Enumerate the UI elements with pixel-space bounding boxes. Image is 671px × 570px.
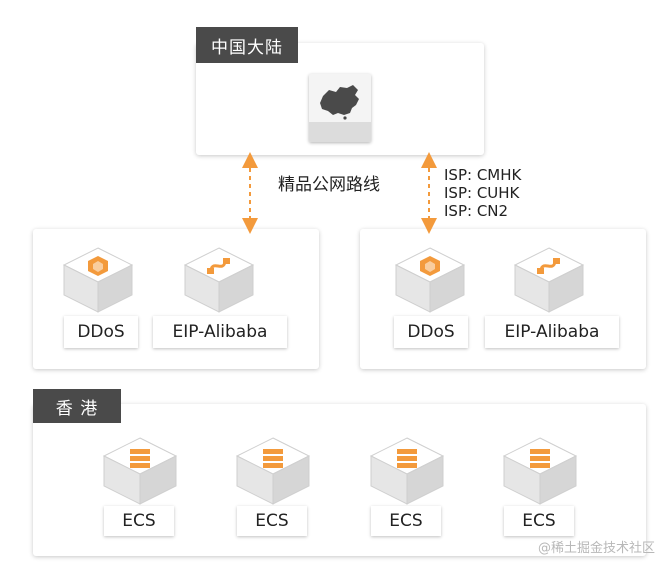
node-label: ECS: [104, 506, 174, 536]
isp-list: ISP: CMHK ISP: CUHK ISP: CN2: [444, 166, 521, 220]
node-label: DDoS: [64, 316, 138, 348]
node-label: EIP-Alibaba: [153, 316, 287, 348]
node-label: EIP-Alibaba: [485, 316, 619, 348]
plug-cable-icon: [513, 247, 585, 313]
isp-line: ISP: CN2: [444, 202, 509, 220]
isp-line: ISP: CMHK: [444, 166, 522, 184]
server-stack-icon: [369, 437, 445, 505]
premium-route-label: 精品公网路线: [278, 175, 380, 195]
node-label: ECS: [237, 506, 307, 536]
server-stack-icon: [235, 437, 311, 505]
mainland-region-tag: 中国大陆: [196, 27, 298, 63]
isp-line: ISP: CUHK: [444, 184, 520, 202]
hexagon-shield-icon: [62, 247, 134, 313]
node-label: ECS: [504, 506, 574, 536]
china-map-icon: [309, 74, 371, 142]
server-stack-icon: [102, 437, 178, 505]
hexagon-shield-icon: [394, 247, 466, 313]
watermark: @稀土掘金技术社区: [537, 541, 655, 556]
plug-cable-icon: [183, 247, 255, 313]
node-label: DDoS: [394, 316, 468, 348]
server-stack-icon: [502, 437, 578, 505]
hongkong-region-tag: 香 港: [33, 389, 121, 423]
node-label: ECS: [371, 506, 441, 536]
